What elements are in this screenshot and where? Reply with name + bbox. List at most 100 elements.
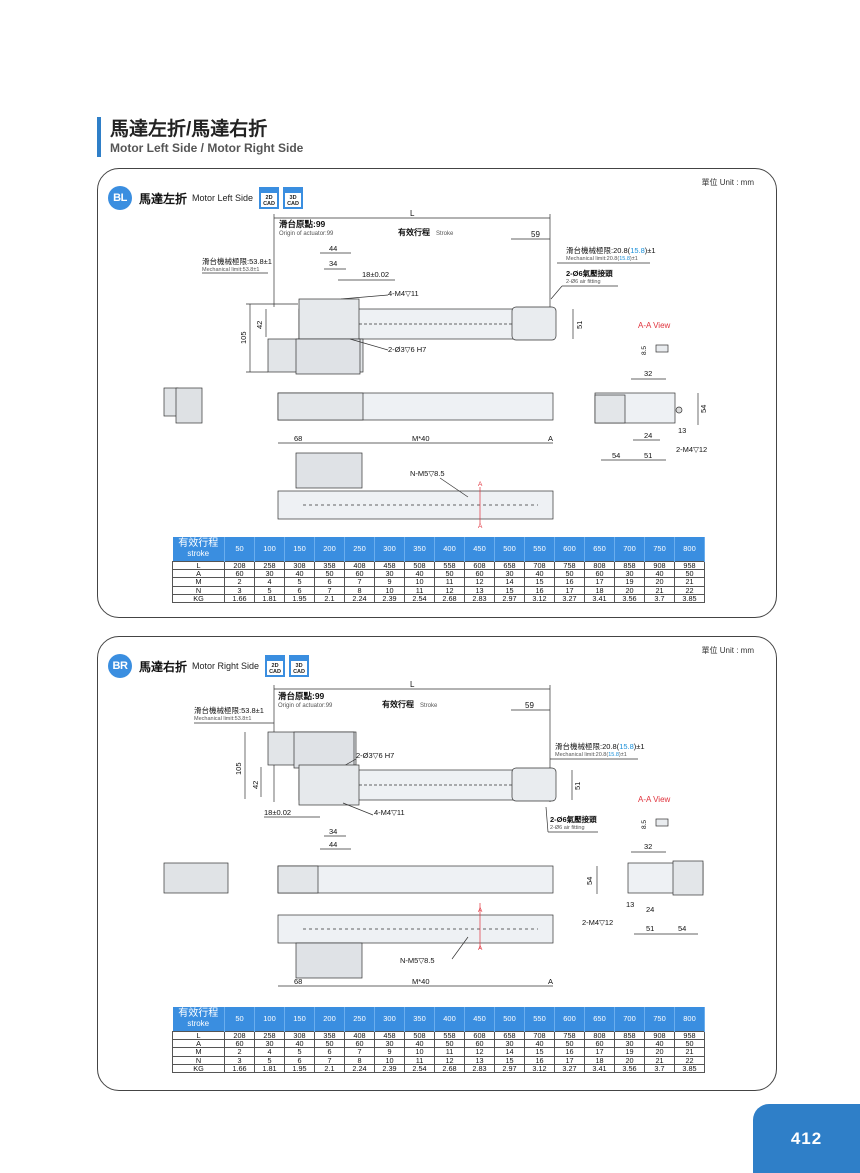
origin-cn: 滑台原點:99 <box>278 691 325 701</box>
dim-13: 13 <box>626 900 634 909</box>
table-cell: 21 <box>674 577 705 587</box>
dim-8-5: 8.5 <box>641 820 648 829</box>
table-cell: 7 <box>344 1047 375 1057</box>
dim-54: 54 <box>585 877 594 885</box>
cad-3d-icon[interactable]: 3D CAD <box>283 187 304 209</box>
mech-limit-b-cn: 滑台機械極限:20.8(15.8)±1 <box>555 741 645 751</box>
label-m4: 4-M4▽11 <box>374 808 405 817</box>
stroke-col: 750 <box>644 537 675 561</box>
air-fitting-en: 2-Ø6 air fitting <box>566 279 601 285</box>
dim-105: 105 <box>234 762 243 775</box>
dim-54: 54 <box>699 405 708 413</box>
stroke-cn: 有效行程 <box>382 699 414 709</box>
air-fitting-en: 2-Ø6 air fitting <box>550 825 585 831</box>
mech-limit-a-cn: 滑台機械極限:53.8±1 <box>194 705 264 715</box>
table-cell: 2.1 <box>314 594 345 604</box>
dim-44: 44 <box>329 840 337 849</box>
table-cell: 19 <box>614 577 645 587</box>
unit-label: 單位 Unit : mm <box>701 646 754 655</box>
table-cell: 11 <box>434 577 465 587</box>
table-cell: 2.83 <box>464 1064 495 1074</box>
label-n-m5: N-M5▽8.5 <box>410 469 445 478</box>
stroke-col: 650 <box>584 1007 615 1031</box>
table-cell: 2.54 <box>404 1064 435 1074</box>
stroke-col: 150 <box>284 1007 315 1031</box>
origin-cn: 滑台原點:99 <box>279 219 326 229</box>
stroke-col: 250 <box>344 1007 375 1031</box>
stroke-col: 800 <box>674 1007 705 1031</box>
table-cell: 9 <box>374 1047 405 1057</box>
table-cell: 12 <box>464 1047 495 1057</box>
table-cell: 7 <box>344 577 375 587</box>
table-cell: 3.56 <box>614 594 645 604</box>
dim-59: 59 <box>525 701 534 710</box>
table-cell: 2.24 <box>344 594 375 604</box>
origin-en: Origin of actuator:99 <box>278 703 333 709</box>
table-cell: 3.12 <box>524 594 555 604</box>
table-cell: 2.68 <box>434 594 465 604</box>
cad-2d-icon[interactable]: 2D CAD <box>265 655 286 677</box>
dim-32: 32 <box>644 369 652 378</box>
stroke-col: 100 <box>254 537 285 561</box>
table-cell: 9 <box>374 577 405 587</box>
label-n-m5: N-M5▽8.5 <box>400 956 435 965</box>
air-fitting-cn: 2-Ø6氣壓接頭 <box>550 814 597 824</box>
table-cell: 6 <box>314 577 345 587</box>
row-label: M <box>172 1047 225 1057</box>
stroke-col: 600 <box>554 1007 585 1031</box>
stroke-col: 400 <box>434 537 465 561</box>
stroke-col: 700 <box>614 537 645 561</box>
stroke-col: 300 <box>374 537 405 561</box>
unit-label: 單位 Unit : mm <box>701 178 754 187</box>
table-cell: 2 <box>224 1047 255 1057</box>
stroke-cn: 有效行程 <box>398 227 430 237</box>
stroke-col: 300 <box>374 1007 405 1031</box>
page-subtitle: Motor Left Side / Motor Right Side <box>110 141 304 155</box>
section-mark-a-bottom: A <box>478 523 483 529</box>
air-fitting-cn: 2-Ø6氣壓接頭 <box>566 268 613 278</box>
aa-view-label: A-A View <box>638 795 671 804</box>
stroke-col: 450 <box>464 537 495 561</box>
label-m4-12: 2-M4▽12 <box>582 918 613 927</box>
table-cell: 1.95 <box>284 594 315 604</box>
mech-limit-b-cn: 滑台機械極限:20.8(15.8)±1 <box>566 245 656 255</box>
stroke-col: 200 <box>314 1007 345 1031</box>
table-cell: 2.83 <box>464 594 495 604</box>
section-mark-a-top: A <box>478 907 483 914</box>
stroke-col: 50 <box>224 537 255 561</box>
mech-limit-a-cn: 滑台機械極限:53.8±1 <box>202 256 272 266</box>
dim-59: 59 <box>531 230 540 239</box>
stroke-col: 500 <box>494 537 525 561</box>
table-cell: 3.41 <box>584 1064 615 1074</box>
mech-limit-b-en: Mechanical limit:20.8(15.8)±1 <box>555 752 627 758</box>
table-cell: 14 <box>494 577 525 587</box>
section-title-en: Motor Right Side <box>192 661 260 671</box>
mech-limit-a-en: Mechanical limit:53.8±1 <box>202 267 259 273</box>
dim-13: 13 <box>678 426 686 435</box>
label-o3: 2-Ø3▽6 H7 <box>388 345 426 354</box>
stroke-col: 400 <box>434 1007 465 1031</box>
cad-3d-icon[interactable]: 3D CAD <box>289 655 310 677</box>
table-cell: 2.68 <box>434 1064 465 1074</box>
table-cell: 1.66 <box>224 594 255 604</box>
page-number: 412 <box>753 1104 860 1173</box>
section-title-cn: 馬達右折 <box>139 659 188 674</box>
dim-44: 44 <box>329 244 337 253</box>
motor-left-side-panel: 單位 Unit : mm BL 馬達左折 Motor Left Side 2D … <box>97 168 777 618</box>
stroke-col: 800 <box>674 537 705 561</box>
cad-2d-icon[interactable]: 2D CAD <box>259 187 280 209</box>
dim-18: 18±0.02 <box>362 270 389 279</box>
table-cell: 12 <box>464 577 495 587</box>
row-label: KG <box>172 594 225 604</box>
section-mark-a-top: A <box>478 481 483 488</box>
stroke-col: 700 <box>614 1007 645 1031</box>
dim-m40: M*40 <box>412 434 430 443</box>
table-cell: 21 <box>674 1047 705 1057</box>
dim-51: 51 <box>575 321 584 329</box>
label-m4: 4-M4▽11 <box>388 289 419 298</box>
